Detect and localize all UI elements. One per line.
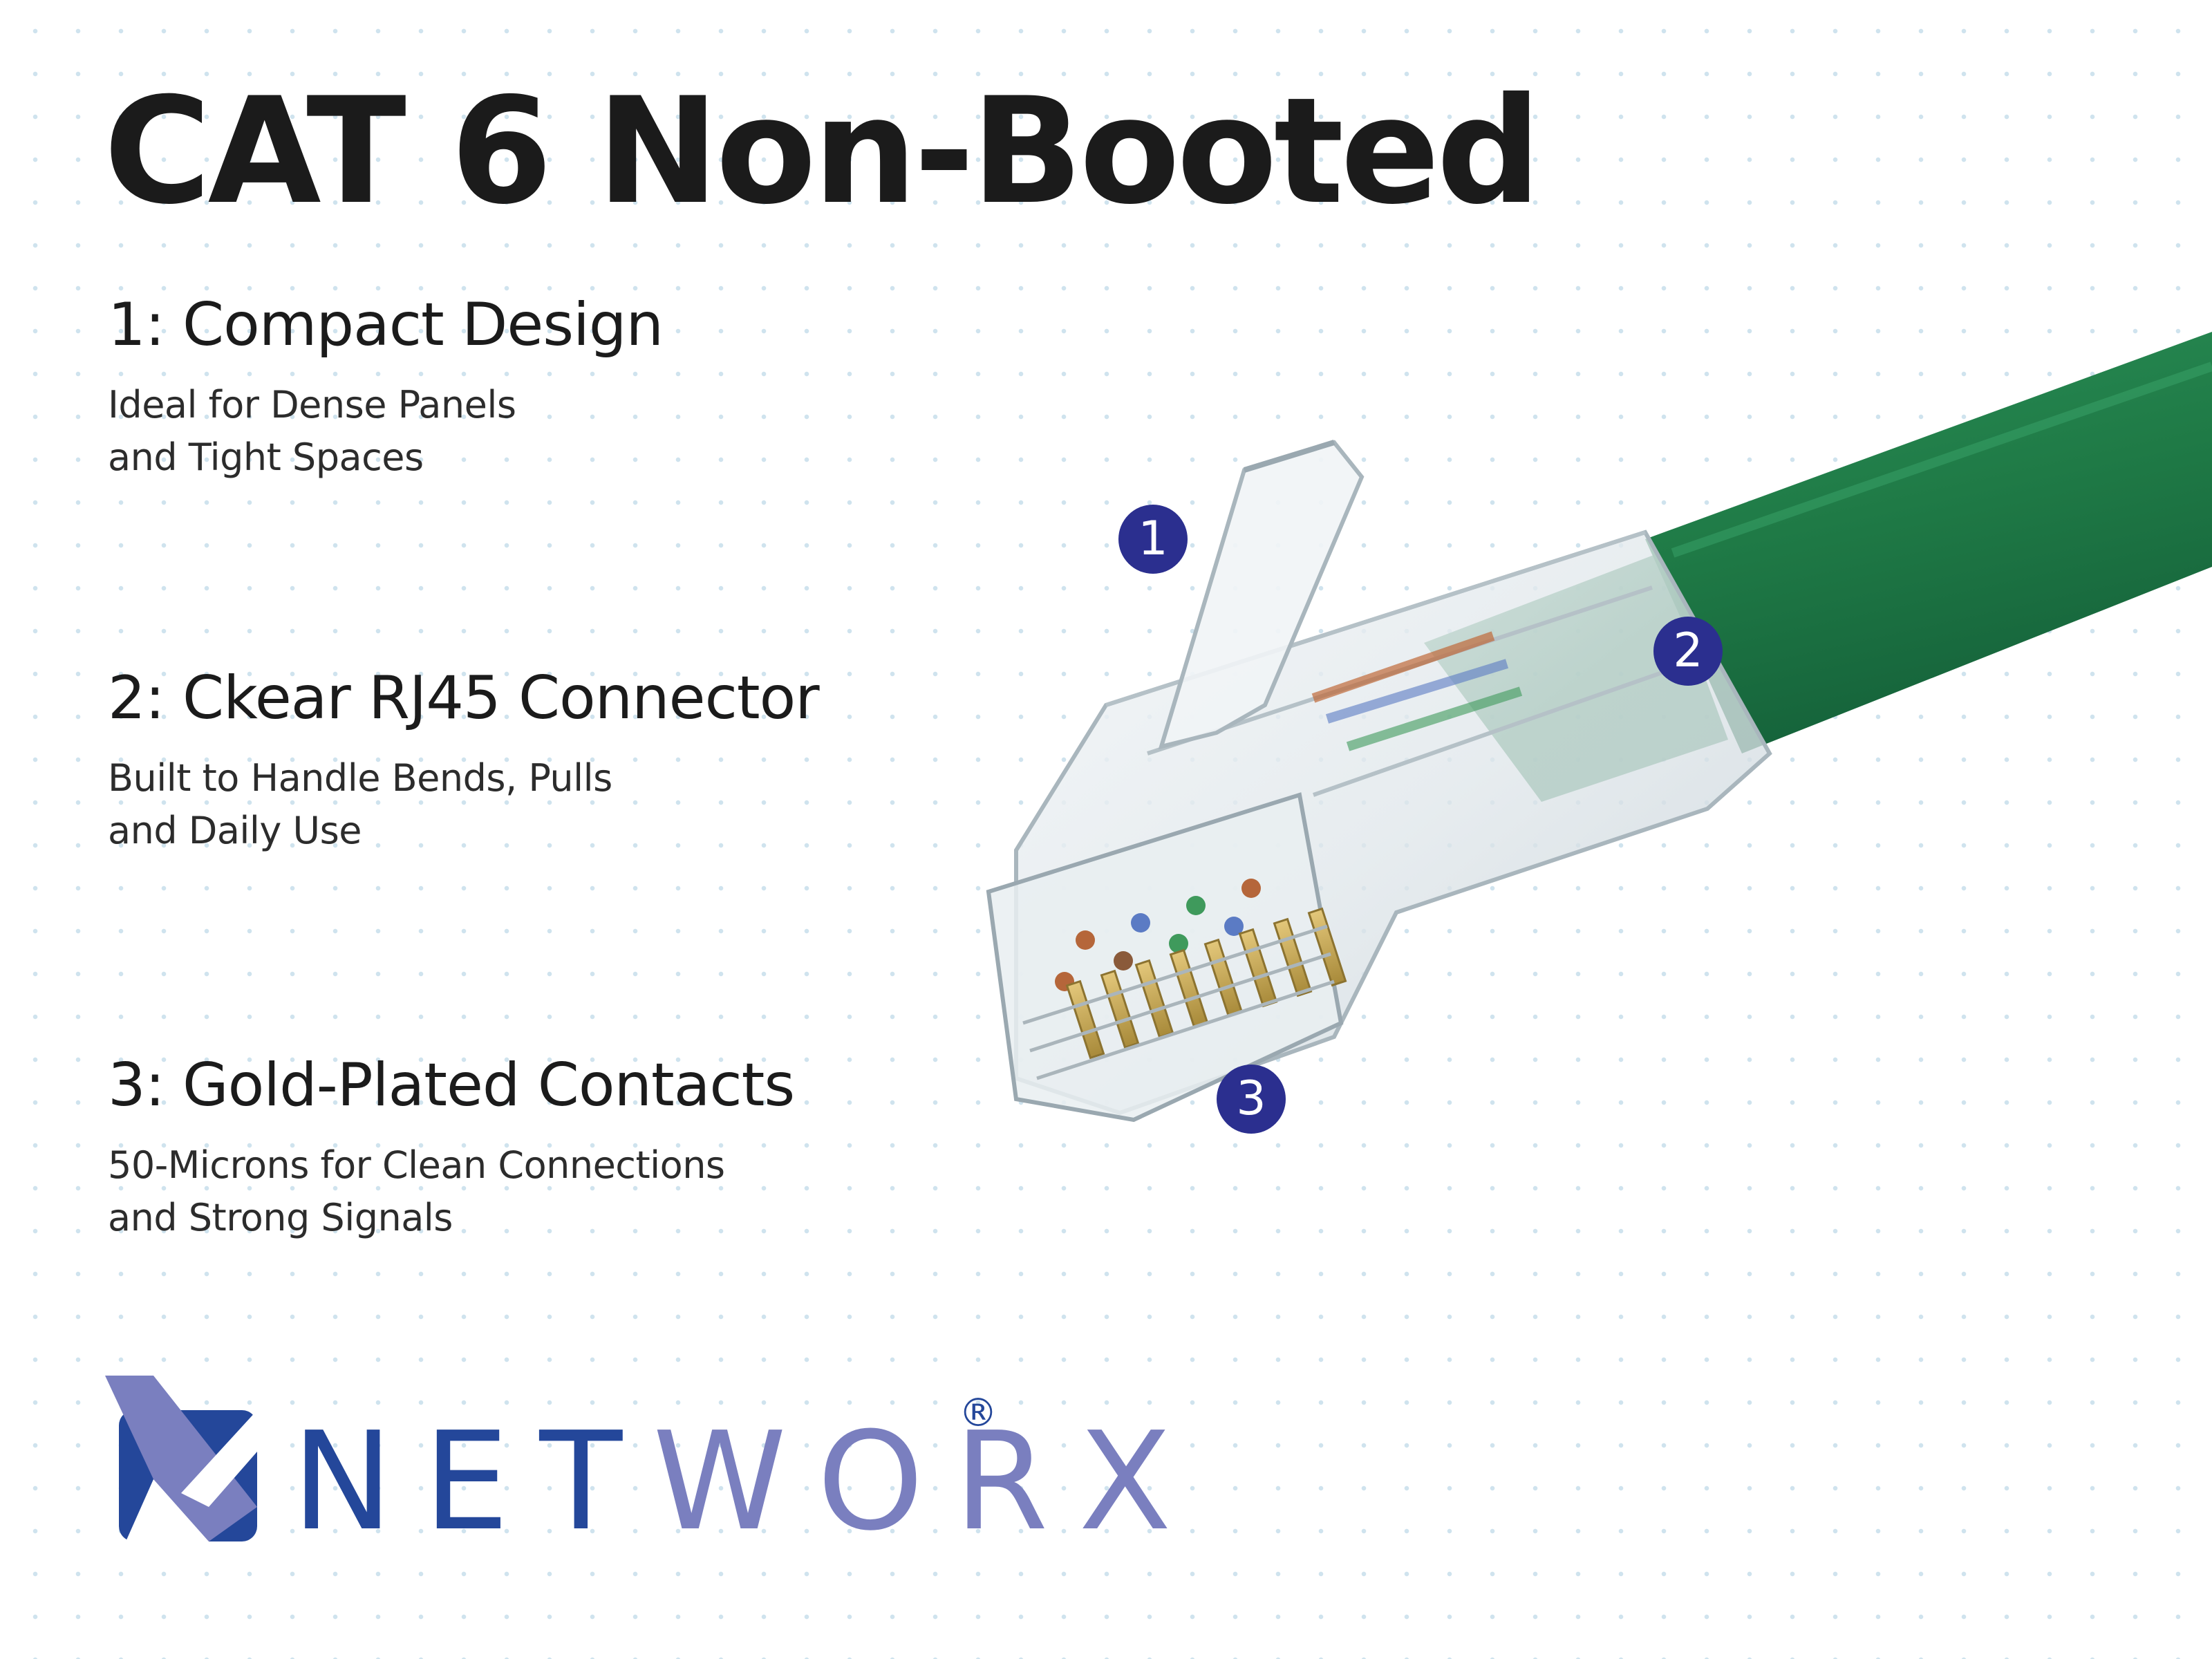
- feature-line: Ideal for Dense Panels: [108, 383, 516, 427]
- feature-heading: 3: Gold-Plated Contacts: [108, 1051, 795, 1120]
- feature-line: and Tight Spaces: [108, 435, 424, 479]
- feature-line: 50-Microns for Clean Connections: [108, 1143, 725, 1187]
- feature-heading: 2: Ckear RJ45 Connector: [108, 664, 820, 733]
- registered-mark: ®: [959, 1391, 997, 1436]
- callout-marker-1: 1: [1118, 505, 1188, 574]
- networx-x-icon: [105, 1376, 257, 1541]
- feature-line: and Daily Use: [108, 809, 362, 852]
- feature-description: Built to Handle Bends, Pulls and Daily U…: [108, 752, 819, 857]
- page-title: CAT 6 Non-Booted: [104, 66, 1541, 236]
- feature-rj45-connector: 2: Ckear RJ45 Connector Built to Handle …: [108, 664, 820, 857]
- feature-gold-contacts: 3: Gold-Plated Contacts 50-Microns for C…: [108, 1051, 795, 1244]
- feature-heading: 1: Compact Design: [108, 290, 664, 359]
- wordmark-part1: NET: [292, 1403, 653, 1561]
- feature-description: Ideal for Dense Panels and Tight Spaces: [108, 379, 663, 484]
- callout-marker-3: 3: [1217, 1065, 1286, 1134]
- green-cable: [1645, 332, 2212, 753]
- feature-compact-design: 1: Compact Design Ideal for Dense Panels…: [108, 290, 664, 484]
- wordmark-part2: WORX: [653, 1403, 1202, 1561]
- feature-description: 50-Microns for Clean Connections and Str…: [108, 1139, 794, 1244]
- feature-line: and Strong Signals: [108, 1196, 453, 1239]
- networx-wordmark: NETWORX: [292, 1403, 1202, 1561]
- feature-line: Built to Handle Bends, Pulls: [108, 756, 612, 800]
- callout-marker-2: 2: [1653, 617, 1723, 686]
